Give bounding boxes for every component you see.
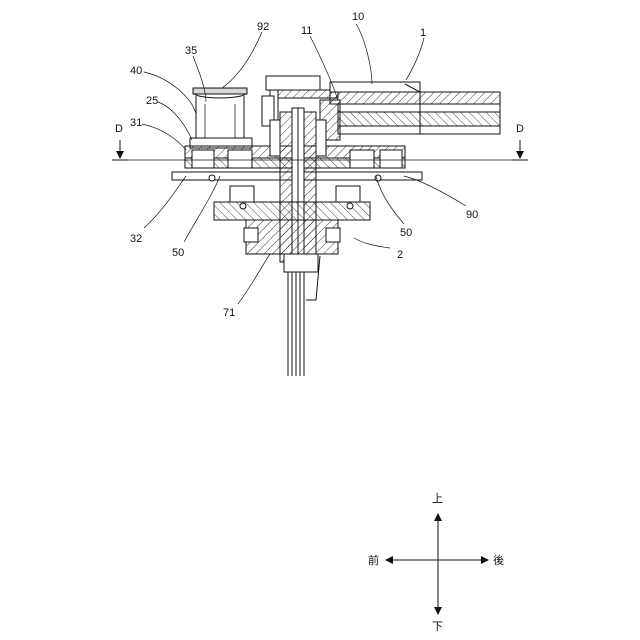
label-50-right: 50 xyxy=(400,227,412,239)
label-25: 25 xyxy=(146,95,158,107)
section-mark-left: D xyxy=(115,123,123,135)
label-11: 11 xyxy=(301,25,312,37)
wire-bundle xyxy=(284,254,320,376)
cylinder-component xyxy=(190,88,252,148)
tube-assembly xyxy=(320,82,500,140)
section-mark-right: D xyxy=(516,123,524,135)
label-1: 1 xyxy=(420,27,426,39)
label-40: 40 xyxy=(130,65,142,77)
label-90: 90 xyxy=(466,209,478,221)
label-2: 2 xyxy=(397,249,403,261)
direction-up-label: 上 xyxy=(432,492,443,505)
label-92: 92 xyxy=(257,21,269,33)
label-32: 32 xyxy=(130,233,142,245)
assembly-section-view: 92 35 40 25 31 11 10 1 32 50 50 90 71 2 … xyxy=(112,11,528,376)
direction-rear-label: 後 xyxy=(493,553,504,567)
label-50-left: 50 xyxy=(172,247,184,259)
direction-down-label: 下 xyxy=(432,620,443,633)
label-10: 10 xyxy=(352,11,364,23)
direction-front-label: 前 xyxy=(368,553,379,567)
label-35: 35 xyxy=(185,45,197,57)
label-71: 71 xyxy=(223,307,235,319)
label-31: 31 xyxy=(130,117,142,129)
direction-indicator: 上 下 前 後 xyxy=(368,492,504,633)
